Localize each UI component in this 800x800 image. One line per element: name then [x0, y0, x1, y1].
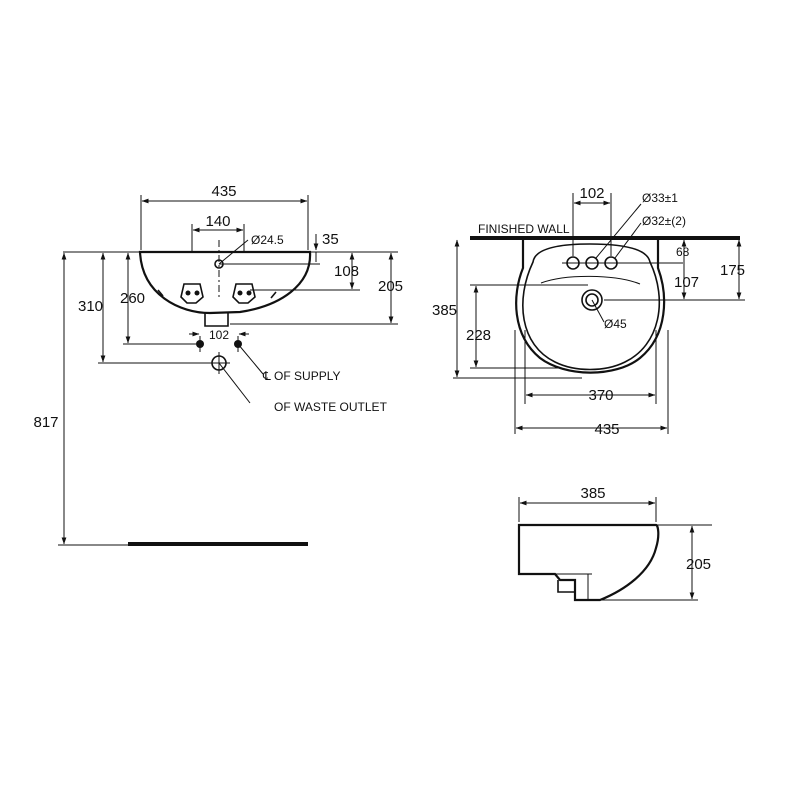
front-rim-dim: 35 — [322, 231, 339, 248]
front-waste-height-dim: 260 — [120, 290, 145, 307]
basin-front-outline — [138, 250, 312, 315]
plan-outer-width-dim: 435 — [594, 421, 619, 438]
front-depth-dim: 205 — [378, 278, 403, 295]
plan-waste-projection-dim: 228 — [466, 327, 491, 344]
floor-to-rim-dim: 817 — [33, 414, 58, 431]
plan-tap-hole-dia-1: Ø33±1 — [642, 191, 678, 205]
plan-projection-dim: 385 — [432, 302, 457, 319]
basin-side-outline — [517, 523, 660, 602]
waste-spigot — [204, 313, 229, 327]
front-width-dim: 435 — [211, 183, 236, 200]
plan-waste-dia: Ø45 — [604, 317, 627, 331]
plan-tap-hole-dia-2: Ø32±(2) — [642, 214, 686, 228]
front-supply-height-dim: 310 — [78, 298, 103, 315]
mounting-bracket-right — [232, 283, 256, 304]
side-projection-dim: 385 — [580, 485, 605, 502]
front-tap-height-dim: 108 — [334, 263, 359, 280]
basin-plan-outline — [515, 240, 666, 374]
waste-outlet-note: OF WASTE OUTLET — [274, 400, 388, 414]
side-elevation-view: 385 205 — [517, 485, 712, 602]
bowl-plan-outline — [522, 243, 661, 371]
plan-waste-offset-dim: 107 — [674, 274, 699, 291]
plan-inner-width-dim: 370 — [588, 387, 613, 404]
mounting-bracket-left — [180, 283, 204, 304]
plan-bowl-depth-dim: 175 — [720, 262, 745, 279]
front-supply-spacing-dim: 102 — [209, 328, 229, 342]
finished-wall-label: FINISHED WALL — [478, 222, 570, 236]
front-elevation-view: 435 140 Ø24.5 35 108 205 310 260 102 — [33, 183, 403, 546]
front-tap-hole-dia: Ø24.5 — [251, 233, 284, 247]
front-tap-spacing-dim: 140 — [205, 213, 230, 230]
plan-tap-spacing-dim: 102 — [579, 185, 604, 202]
waste-outlet-plan — [581, 289, 603, 311]
plan-tap-offset-dim: 68 — [676, 245, 690, 259]
plan-view: FINISHED WALL 102 Ø33±1 Ø32±(2) 68 107 — [432, 185, 745, 438]
side-height-dim: 205 — [686, 556, 711, 573]
supply-centreline-note: ℄ OF SUPPLY — [262, 369, 341, 383]
waste-spigot-side — [557, 580, 575, 593]
